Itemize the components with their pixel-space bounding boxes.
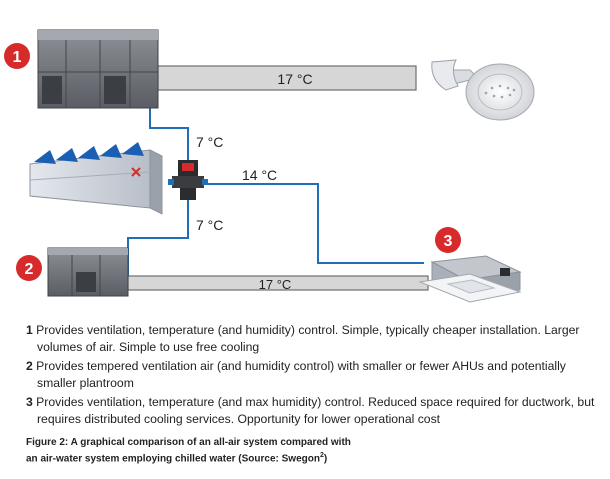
cassette-unit-icon bbox=[418, 255, 522, 303]
chw-return-temp: 14 °C bbox=[242, 167, 277, 183]
note-2-text: Provides tempered ventilation air (and h… bbox=[36, 359, 566, 390]
badge-1-label: 1 bbox=[13, 49, 22, 66]
note-1-text: Provides ventilation, temperature (and h… bbox=[36, 323, 580, 354]
note-1-number: 1 bbox=[26, 323, 33, 337]
ahu-unit-icon bbox=[37, 29, 159, 109]
note-1: 1 Provides ventilation, temperature (and… bbox=[26, 322, 601, 356]
badge-2: 2 bbox=[16, 255, 42, 281]
note-2: 2 Provides tempered ventilation air (and… bbox=[26, 358, 601, 392]
chw-pipe-return bbox=[205, 183, 424, 264]
caption-superscript: 2 bbox=[319, 452, 324, 459]
badge-2-label: 2 bbox=[25, 261, 34, 278]
figure-caption: Figure 2: A graphical comparison of an a… bbox=[26, 436, 466, 465]
system-diagram: 17 °C 17 °C 7 °C 14 °C 7 °C bbox=[4, 29, 535, 303]
notes-list: 1 Provides ventilation, temperature (and… bbox=[26, 322, 601, 430]
caption-line-2: an air-water system employing chilled wa… bbox=[26, 453, 320, 465]
duct-bottom-temp: 17 °C bbox=[259, 277, 292, 292]
badge-3: 3 bbox=[435, 227, 461, 253]
note-3-number: 3 bbox=[26, 395, 33, 409]
chiller-icon bbox=[29, 142, 163, 215]
chw-upper-temp: 7 °C bbox=[196, 134, 223, 150]
caption-end: ) bbox=[323, 453, 328, 465]
ahu-small-unit-icon bbox=[47, 247, 129, 297]
chw-pipe-upper bbox=[149, 92, 189, 160]
note-3-text: Provides ventilation, temperature (and m… bbox=[36, 395, 595, 426]
note-3: 3 Provides ventilation, temperature (and… bbox=[26, 394, 601, 428]
diffuser-icon bbox=[431, 59, 535, 121]
badge-1: 1 bbox=[4, 43, 30, 69]
caption-line-1: Figure 2: A graphical comparison of an a… bbox=[26, 437, 351, 448]
badge-3-label: 3 bbox=[444, 233, 453, 250]
duct-top-temp: 17 °C bbox=[277, 71, 312, 87]
note-2-number: 2 bbox=[26, 359, 33, 373]
pump-icon bbox=[168, 160, 208, 200]
chw-lower-temp: 7 °C bbox=[196, 217, 223, 233]
